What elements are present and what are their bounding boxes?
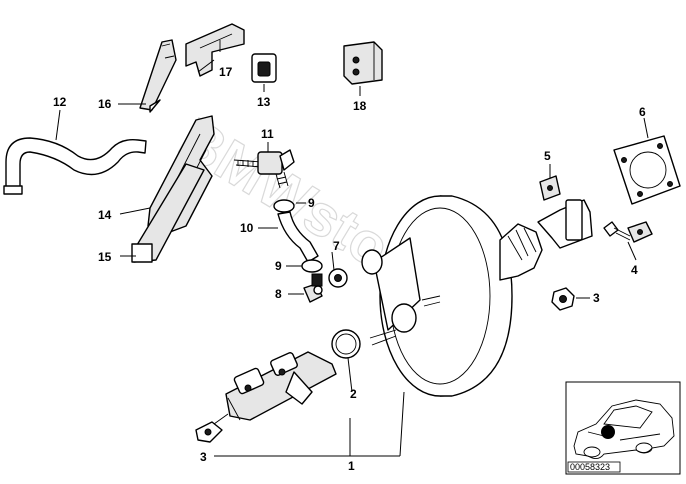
callout-16: 16 (98, 97, 112, 111)
rubber-mount-part-18[interactable] (343, 41, 383, 85)
gasket-part-6[interactable] (613, 135, 681, 205)
callout-8: 8 (275, 287, 282, 301)
clip-part-16[interactable] (139, 39, 177, 113)
callout-1: 1 (348, 459, 355, 473)
master-cylinder[interactable] (195, 351, 337, 443)
check-valve-part-11[interactable] (233, 149, 295, 189)
car-silhouette-icon (573, 399, 675, 459)
callout-4: 4 (631, 263, 638, 277)
bracket-part-17[interactable] (185, 23, 245, 77)
callout-9-upper: 9 (308, 196, 315, 210)
clamp-part-9-lower[interactable] (301, 259, 323, 273)
callout-18: 18 (353, 99, 367, 113)
callout-11: 11 (261, 127, 274, 141)
callout-3-left: 3 (200, 450, 207, 464)
o-ring-part-2[interactable] (331, 329, 361, 359)
callout-13: 13 (257, 95, 271, 109)
nut-part-3[interactable] (551, 287, 575, 311)
callout-5: 5 (544, 149, 551, 163)
hose-part-10[interactable] (277, 211, 319, 263)
location-marker (601, 425, 615, 439)
callout-10: 10 (240, 221, 254, 235)
hose-part-12[interactable] (3, 137, 147, 195)
callout-9-lower: 9 (275, 259, 282, 273)
callout-17: 17 (219, 65, 233, 79)
callout-15: 15 (98, 250, 112, 264)
clamp-part-9-upper[interactable] (273, 199, 295, 213)
callout-7: 7 (333, 239, 340, 253)
elbow-fitting-part-8[interactable] (303, 273, 323, 303)
diagram-reference: 00058323 (570, 462, 610, 472)
callout-2: 2 (350, 387, 357, 401)
grommet-part-7[interactable] (328, 268, 348, 288)
locator-inset: 00058323 (565, 381, 681, 475)
callouts: 12 16 17 13 18 11 9 10 7 9 8 14 15 2 3 1… (53, 65, 646, 473)
leader-lines (55, 59, 649, 457)
callout-12: 12 (53, 95, 67, 109)
holder-part-15[interactable] (131, 163, 205, 263)
bolt-part-4[interactable] (603, 221, 653, 243)
brake-booster-part-1[interactable] (361, 195, 593, 397)
grommet-part-13[interactable] (251, 53, 277, 83)
callout-3-right: 3 (593, 291, 600, 305)
callout-6: 6 (639, 105, 646, 119)
callout-14: 14 (98, 208, 112, 222)
clip-part-5[interactable] (539, 175, 561, 201)
